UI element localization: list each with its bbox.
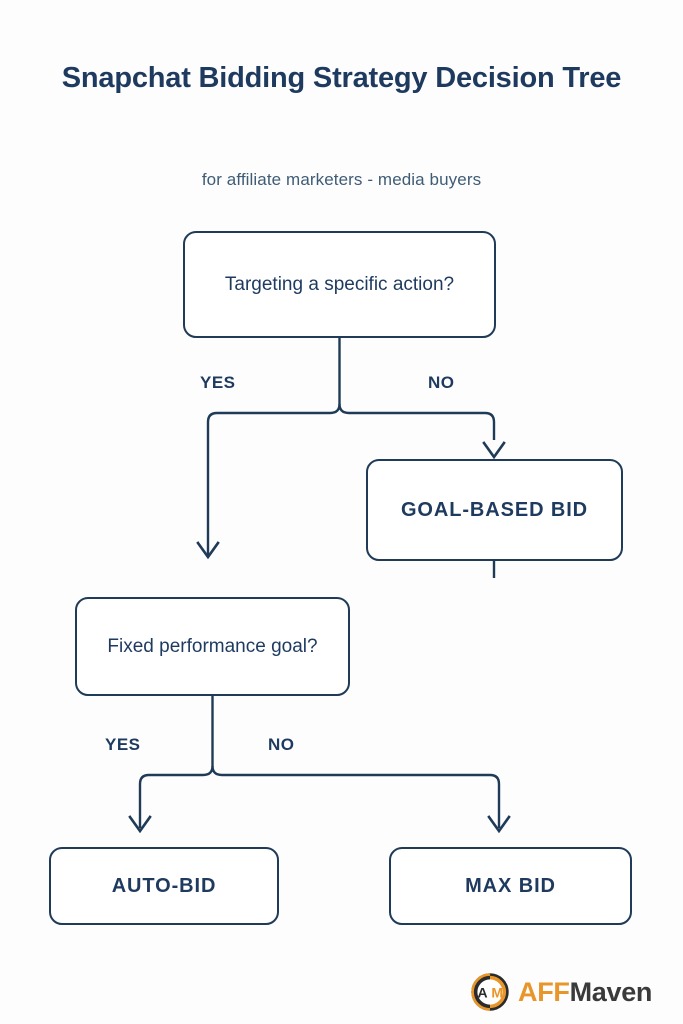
branch-label-fixed-yes: YES — [105, 735, 141, 754]
arrowhead-fixed-yes — [128, 815, 152, 834]
branch-label-fixed-no: NO — [268, 735, 295, 754]
page-title: Snapchat Bidding Strategy Decision Tree — [61, 62, 622, 94]
edge-fixed-split-left — [138, 765, 214, 828]
logo-letter-m: M — [491, 984, 503, 1000]
affmaven-logo: A M AFFMaven — [470, 972, 652, 1012]
affmaven-logo-text: AFFMaven — [518, 976, 653, 1007]
edge-root-split-right — [338, 403, 496, 440]
arrowhead-root-no — [482, 441, 506, 460]
logo-text-aff: AFF — [518, 976, 570, 1007]
logo-text-maven: Maven — [569, 976, 653, 1007]
node-targeting-specific-action[interactable]: Targeting a specific action? — [183, 231, 496, 338]
branch-label-root-no: NO — [428, 373, 455, 392]
branch-label-root-yes: YES — [200, 373, 236, 392]
arrowhead-root-yes — [196, 541, 220, 560]
node-fixed-performance-goal[interactable]: Fixed performance goal? — [75, 597, 350, 696]
edge-fixed-split-right — [211, 765, 501, 828]
affmaven-logo-icon: A M — [471, 973, 509, 1011]
logo-letter-a: A — [478, 984, 488, 1000]
arrowhead-fixed-no — [487, 815, 511, 834]
node-goal-based-bid[interactable]: GOAL-BASED BID — [366, 459, 623, 561]
node-max-bid[interactable]: MAX BID — [389, 847, 632, 925]
edge-root-split-left — [206, 403, 341, 555]
page-subtitle: for affiliate marketers - media buyers — [201, 170, 482, 189]
node-auto-bid[interactable]: AUTO-BID — [49, 847, 279, 925]
